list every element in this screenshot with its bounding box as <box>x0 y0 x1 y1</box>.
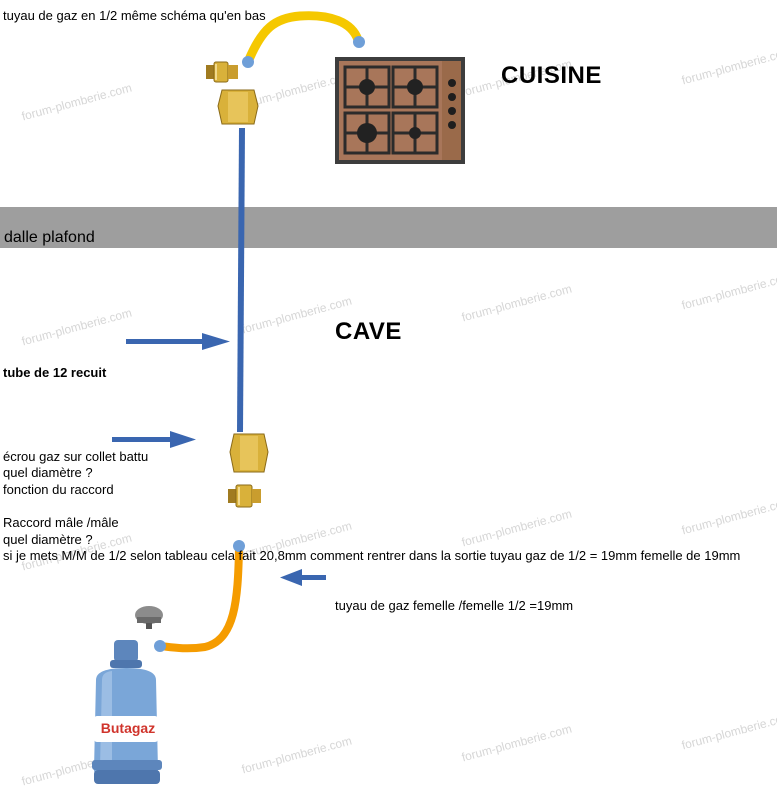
arrow-hose <box>280 569 326 586</box>
brass-male-fitting-icon <box>228 484 261 508</box>
fitting-label-line2: quel diamètre ? <box>3 532 93 547</box>
slab-label: dalle plafond <box>4 229 95 246</box>
cellar-label: CAVE <box>335 318 402 345</box>
nut-label-line3: fonction du raccord <box>3 482 114 497</box>
tube-label: tube de 12 recuit <box>3 365 107 380</box>
fitting-label-line1: Raccord mâle /mâle <box>3 515 119 530</box>
hose-end-bottom-left <box>154 640 166 652</box>
orange-gas-hose <box>156 544 243 653</box>
hose-end-top-right <box>353 36 365 48</box>
hose-ff-label: tuyau de gaz femelle /femelle 1/2 =19mm <box>335 598 574 613</box>
gas-stove-icon <box>335 57 465 164</box>
hose-end-top-left <box>242 56 254 68</box>
fitting-label-line3: si je mets M/M de 1/2 selon tableau cela… <box>3 548 741 563</box>
regulator-icon <box>135 606 163 629</box>
gas-bottle-icon <box>92 640 162 784</box>
kitchen-label: CUISINE <box>501 62 602 89</box>
nut-label-line2: quel diamètre ? <box>3 465 93 480</box>
arrow-tube <box>126 333 230 350</box>
brass-nut-icon <box>217 89 259 125</box>
yellow-gas-hose <box>243 11 363 67</box>
brass-male-fitting-icon <box>206 61 238 83</box>
top-hose-label: tuyau de gaz en 1/2 même schéma qu'en ba… <box>3 8 266 23</box>
nut-label-line1: écrou gaz sur collet battu <box>3 449 149 464</box>
arrow-nut <box>112 431 196 448</box>
copper-tube <box>237 127 245 433</box>
brass-nut-icon <box>229 433 269 473</box>
ceiling-slab <box>0 207 777 248</box>
hose-end-bottom-top <box>233 540 245 552</box>
bottle-brand-label: Butagaz <box>100 720 156 736</box>
